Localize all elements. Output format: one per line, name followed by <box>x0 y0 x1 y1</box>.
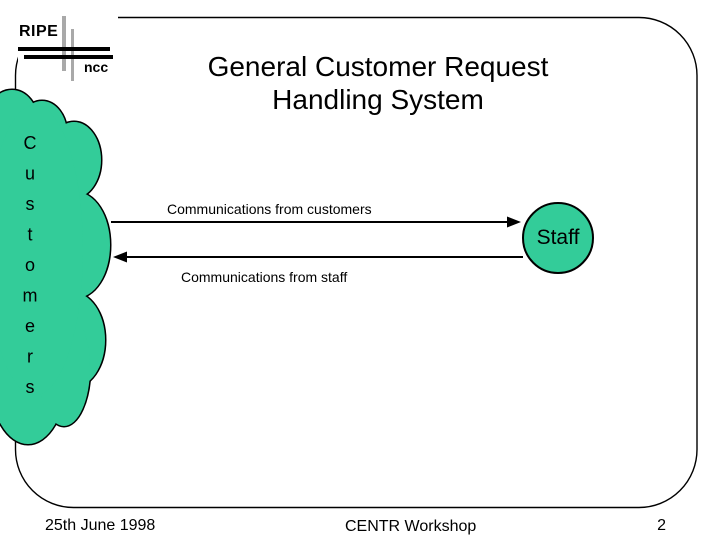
customers-cloud-label: Customers <box>20 133 40 408</box>
slide-title: General Customer Request Handling System <box>207 51 549 115</box>
bottom-arrow-label: Communications from staff <box>181 269 348 285</box>
logo-black-bar <box>18 47 110 51</box>
arrowhead-left-icon <box>113 251 127 263</box>
logo-black-bar <box>24 55 113 59</box>
footer-date: 25th June 1998 <box>45 517 156 534</box>
arrow-staff-to-customers <box>113 251 523 263</box>
arrowhead-right-icon <box>507 216 521 228</box>
logo-gray-bar <box>62 16 66 71</box>
footer-event: CENTR Workshop <box>345 518 477 535</box>
staff-circle-label: Staff <box>536 226 580 249</box>
top-arrow-label: Communications from customers <box>167 201 372 217</box>
footer-page-number: 2 <box>657 517 666 534</box>
ripe-ncc-logo: RIPE ncc <box>18 12 118 84</box>
staff-circle <box>522 202 594 274</box>
logo-ncc-text: ncc <box>84 59 109 75</box>
logo-ripe-text: RIPE <box>19 23 59 40</box>
arrow-customers-to-staff <box>111 216 521 228</box>
customers-cloud <box>0 88 112 446</box>
